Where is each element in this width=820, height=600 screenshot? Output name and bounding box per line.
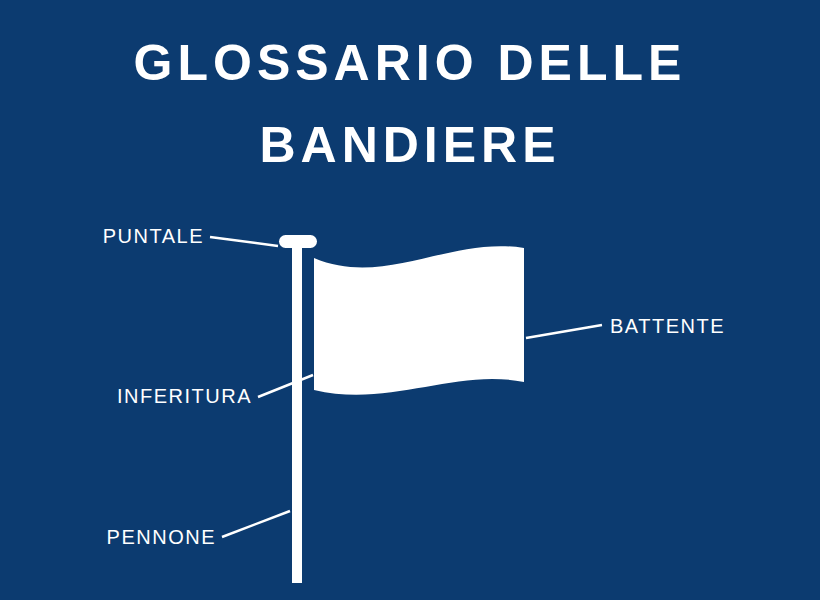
flag-cloth [314,246,524,395]
part-label: PUNTALE [103,224,204,248]
part-label: PENNONE [107,525,216,549]
leader-line [210,237,278,246]
leader-line [222,511,290,537]
leader-line [526,325,602,338]
flag-pole [292,244,302,583]
part-label: BATTENTE [610,314,725,338]
pole-finial [279,235,317,248]
leader-line [258,375,313,397]
diagram-title: GLOSSARIO DELLE BANDIERE [80,22,740,186]
part-label: INFERITURA [117,384,252,408]
